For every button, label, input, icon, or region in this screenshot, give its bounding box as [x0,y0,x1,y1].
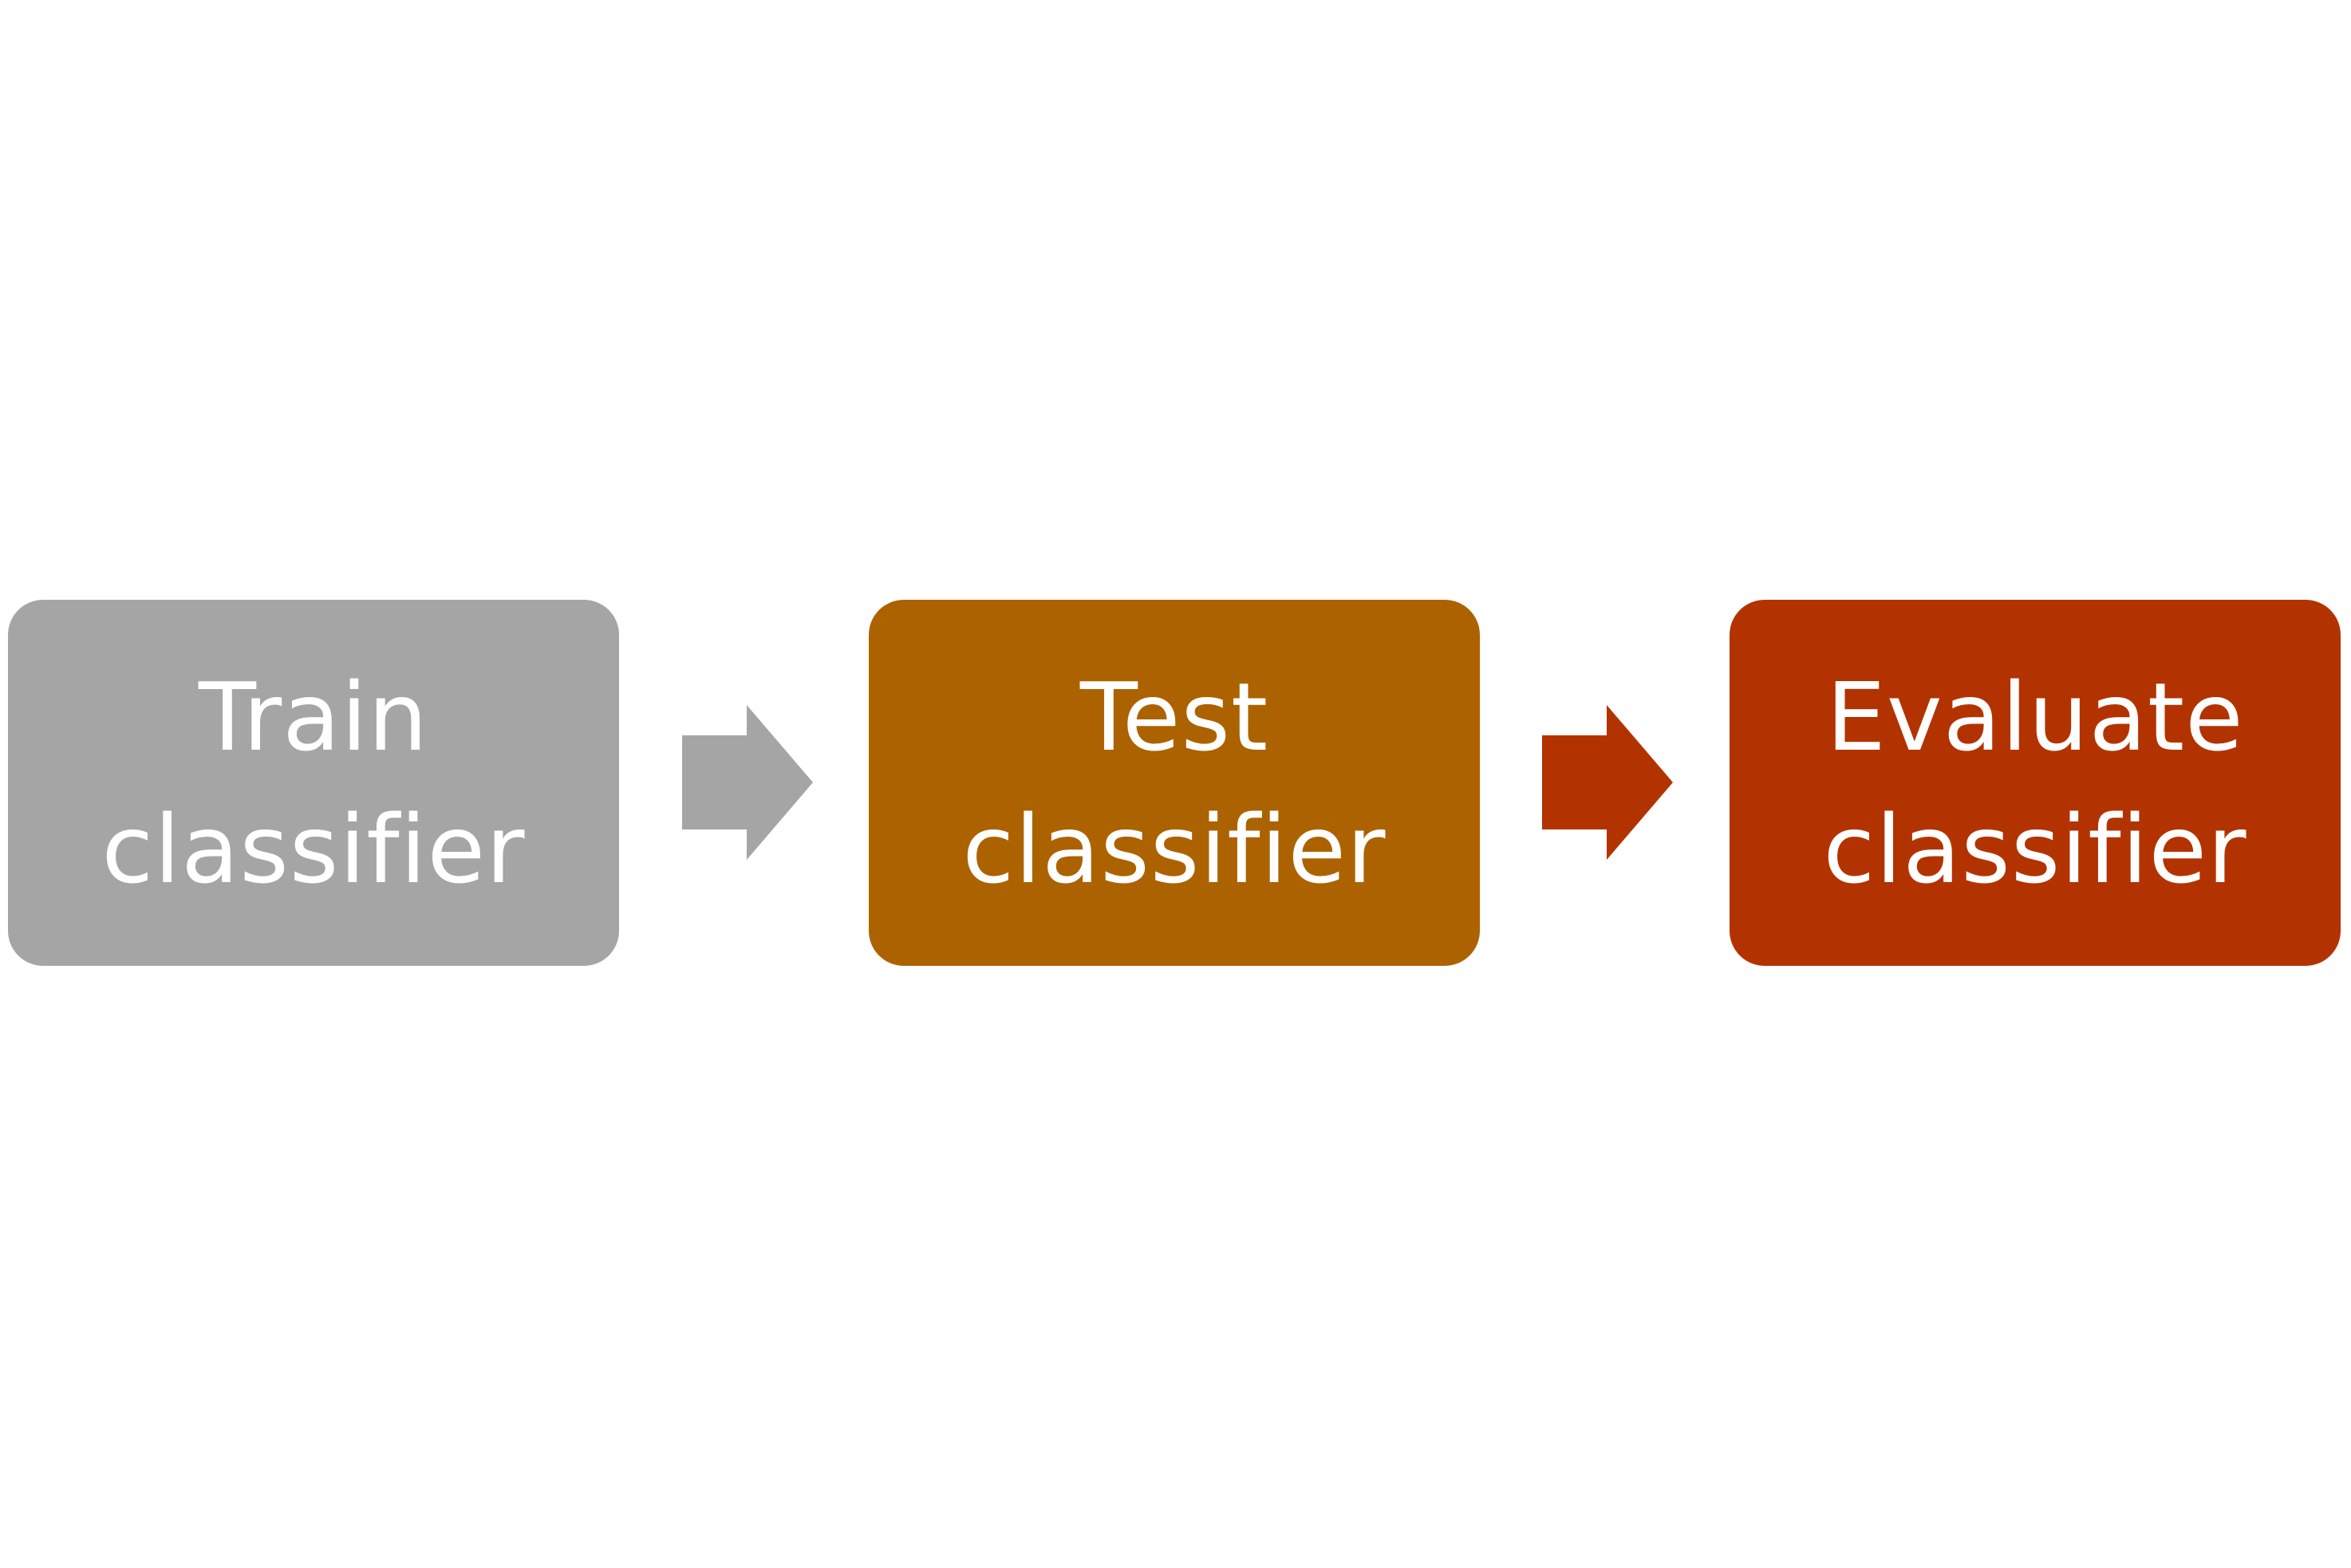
arrow-right-icon [1542,705,1673,860]
test-box-line2: classifier [962,794,1387,904]
train-classifier-box: Train classifier [8,600,619,966]
evaluate-box-line1: Evaluate [1826,661,2244,772]
train-box-line2: classifier [101,794,526,904]
arrow-2-shape [1542,705,1673,860]
evaluate-box-line2: classifier [1823,794,2247,904]
arrow-right-icon [682,705,813,860]
test-classifier-box: Test classifier [869,600,1480,966]
test-box-line1: Test [1079,661,1269,772]
evaluate-classifier-box: Evaluate classifier [1730,600,2341,966]
train-box-line1: Train [198,661,429,772]
arrow-1-shape [682,705,813,860]
